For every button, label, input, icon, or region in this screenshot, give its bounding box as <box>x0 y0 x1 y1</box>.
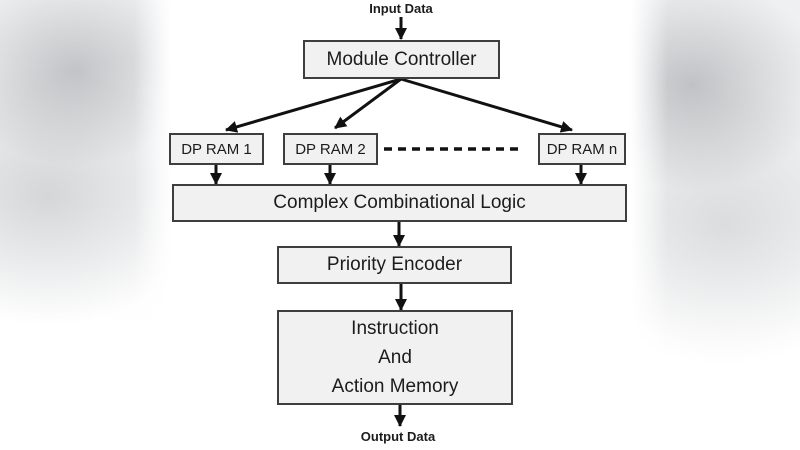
combinational-logic-box: Complex Combinational Logic <box>172 184 627 222</box>
arrow-controller-to-dpram2 <box>334 77 402 130</box>
instruction-memory-line-3: Action Memory <box>331 376 459 397</box>
dp-ram-2-label: DP RAM 2 <box>295 140 366 158</box>
dp-ram-n-box: DP RAM n <box>538 133 626 165</box>
input-data-label: Input Data <box>369 1 433 16</box>
priority-encoder-box: Priority Encoder <box>277 246 512 284</box>
combinational-logic-label: Complex Combinational Logic <box>273 192 526 213</box>
dp-ram-n-label: DP RAM n <box>546 140 618 158</box>
dp-ram-1-box: DP RAM 1 <box>169 133 264 165</box>
module-controller-box: Module Controller <box>303 40 500 79</box>
output-data-label: Output Data <box>360 429 436 444</box>
instruction-memory-line-1: Instruction <box>351 318 439 339</box>
module-controller-label: Module Controller <box>326 48 477 70</box>
instruction-action-memory-box: Instruction And Action Memory <box>277 310 513 405</box>
instruction-memory-line-2: And <box>378 347 412 368</box>
dp-ram-1-label: DP RAM 1 <box>181 140 252 158</box>
dp-ram-2-box: DP RAM 2 <box>283 133 378 165</box>
arrow-controller-to-dpram1 <box>225 77 402 133</box>
blurred-background-left <box>0 0 172 450</box>
arrow-controller-to-dpramn <box>400 77 573 133</box>
blurred-background-right <box>630 0 800 450</box>
priority-encoder-label: Priority Encoder <box>326 254 463 275</box>
